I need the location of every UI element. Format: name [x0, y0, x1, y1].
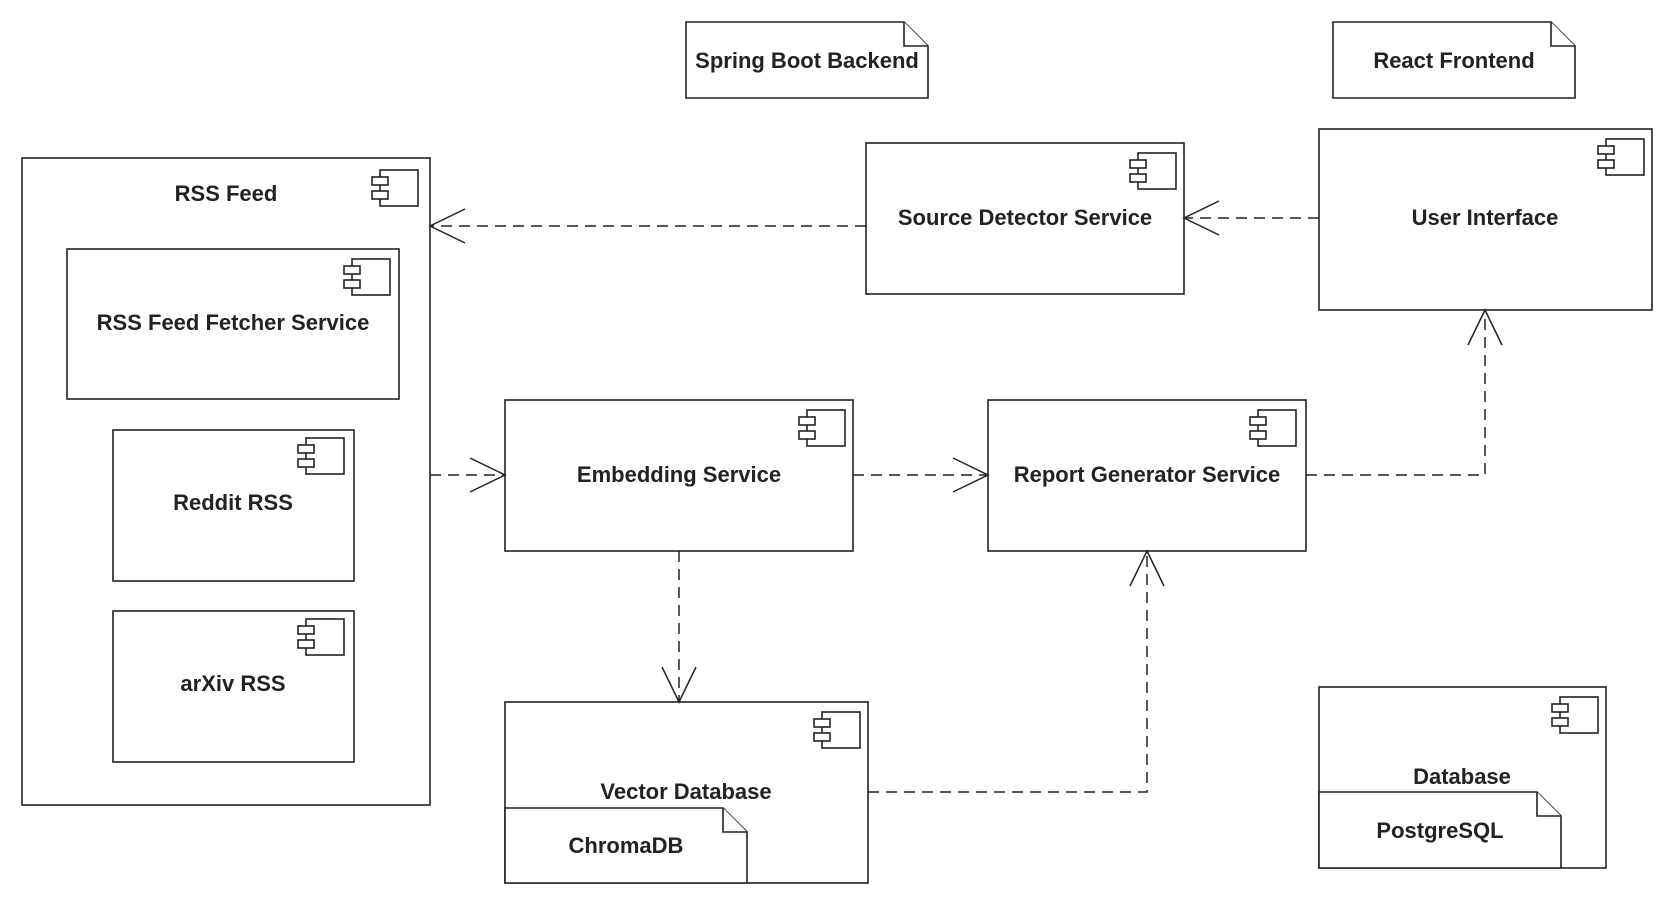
artifact-chromadb[interactable]: ChromaDB	[504, 807, 748, 884]
component-icon	[343, 258, 391, 296]
arxiv-rss-label: arXiv RSS	[180, 671, 285, 696]
component-arxiv-rss[interactable]: arXiv RSS	[112, 610, 355, 763]
dependency-source-detector-to-rss-feed	[428, 208, 866, 244]
dependency-report-generator-to-user-interface	[1306, 308, 1503, 476]
component-report-generator-service[interactable]: Report Generator Service	[987, 399, 1307, 552]
postgresql-label: PostgreSQL	[1376, 818, 1503, 843]
component-icon	[371, 169, 419, 207]
component-icon	[813, 711, 861, 749]
component-reddit-rss[interactable]: Reddit RSS	[112, 429, 355, 582]
dependency-embedding-to-report-generator	[853, 457, 990, 493]
dependency-embedding-to-vector-database	[661, 551, 697, 704]
component-icon	[1597, 138, 1645, 176]
user-interface-label: User Interface	[1412, 205, 1559, 230]
source-detector-label: Source Detector Service	[898, 205, 1152, 230]
vector-database-label: Vector Database	[600, 779, 771, 804]
report-generator-label: Report Generator Service	[1014, 462, 1281, 487]
component-icon	[1129, 152, 1177, 190]
dependency-user-interface-to-source-detector	[1182, 200, 1319, 236]
component-icon	[1551, 696, 1599, 734]
reddit-rss-label: Reddit RSS	[173, 490, 293, 515]
component-rss-feed-fetcher-service[interactable]: RSS Feed Fetcher Service	[66, 248, 400, 400]
component-icon	[798, 409, 846, 447]
rss-feed-label: RSS Feed	[175, 181, 278, 206]
note-react-frontend-label: React Frontend	[1373, 48, 1534, 73]
note-spring-boot-label: Spring Boot Backend	[695, 48, 919, 73]
note-react-frontend[interactable]: React Frontend	[1332, 21, 1576, 99]
dependency-rss-feed-to-embedding	[430, 457, 507, 493]
component-user-interface[interactable]: User Interface	[1318, 128, 1653, 311]
chromadb-label: ChromaDB	[569, 833, 684, 858]
dependency-vector-database-to-report-generator	[868, 549, 1165, 793]
rss-feed-fetcher-label: RSS Feed Fetcher Service	[97, 310, 370, 335]
component-source-detector-service[interactable]: Source Detector Service	[865, 142, 1185, 295]
database-label: Database	[1413, 764, 1511, 789]
component-icon	[297, 437, 345, 475]
component-embedding-service[interactable]: Embedding Service	[504, 399, 854, 552]
note-spring-boot-backend[interactable]: Spring Boot Backend	[685, 21, 929, 99]
embedding-service-label: Embedding Service	[577, 462, 781, 487]
component-icon	[1249, 409, 1297, 447]
component-icon	[297, 618, 345, 656]
artifact-postgresql[interactable]: PostgreSQL	[1318, 791, 1562, 869]
